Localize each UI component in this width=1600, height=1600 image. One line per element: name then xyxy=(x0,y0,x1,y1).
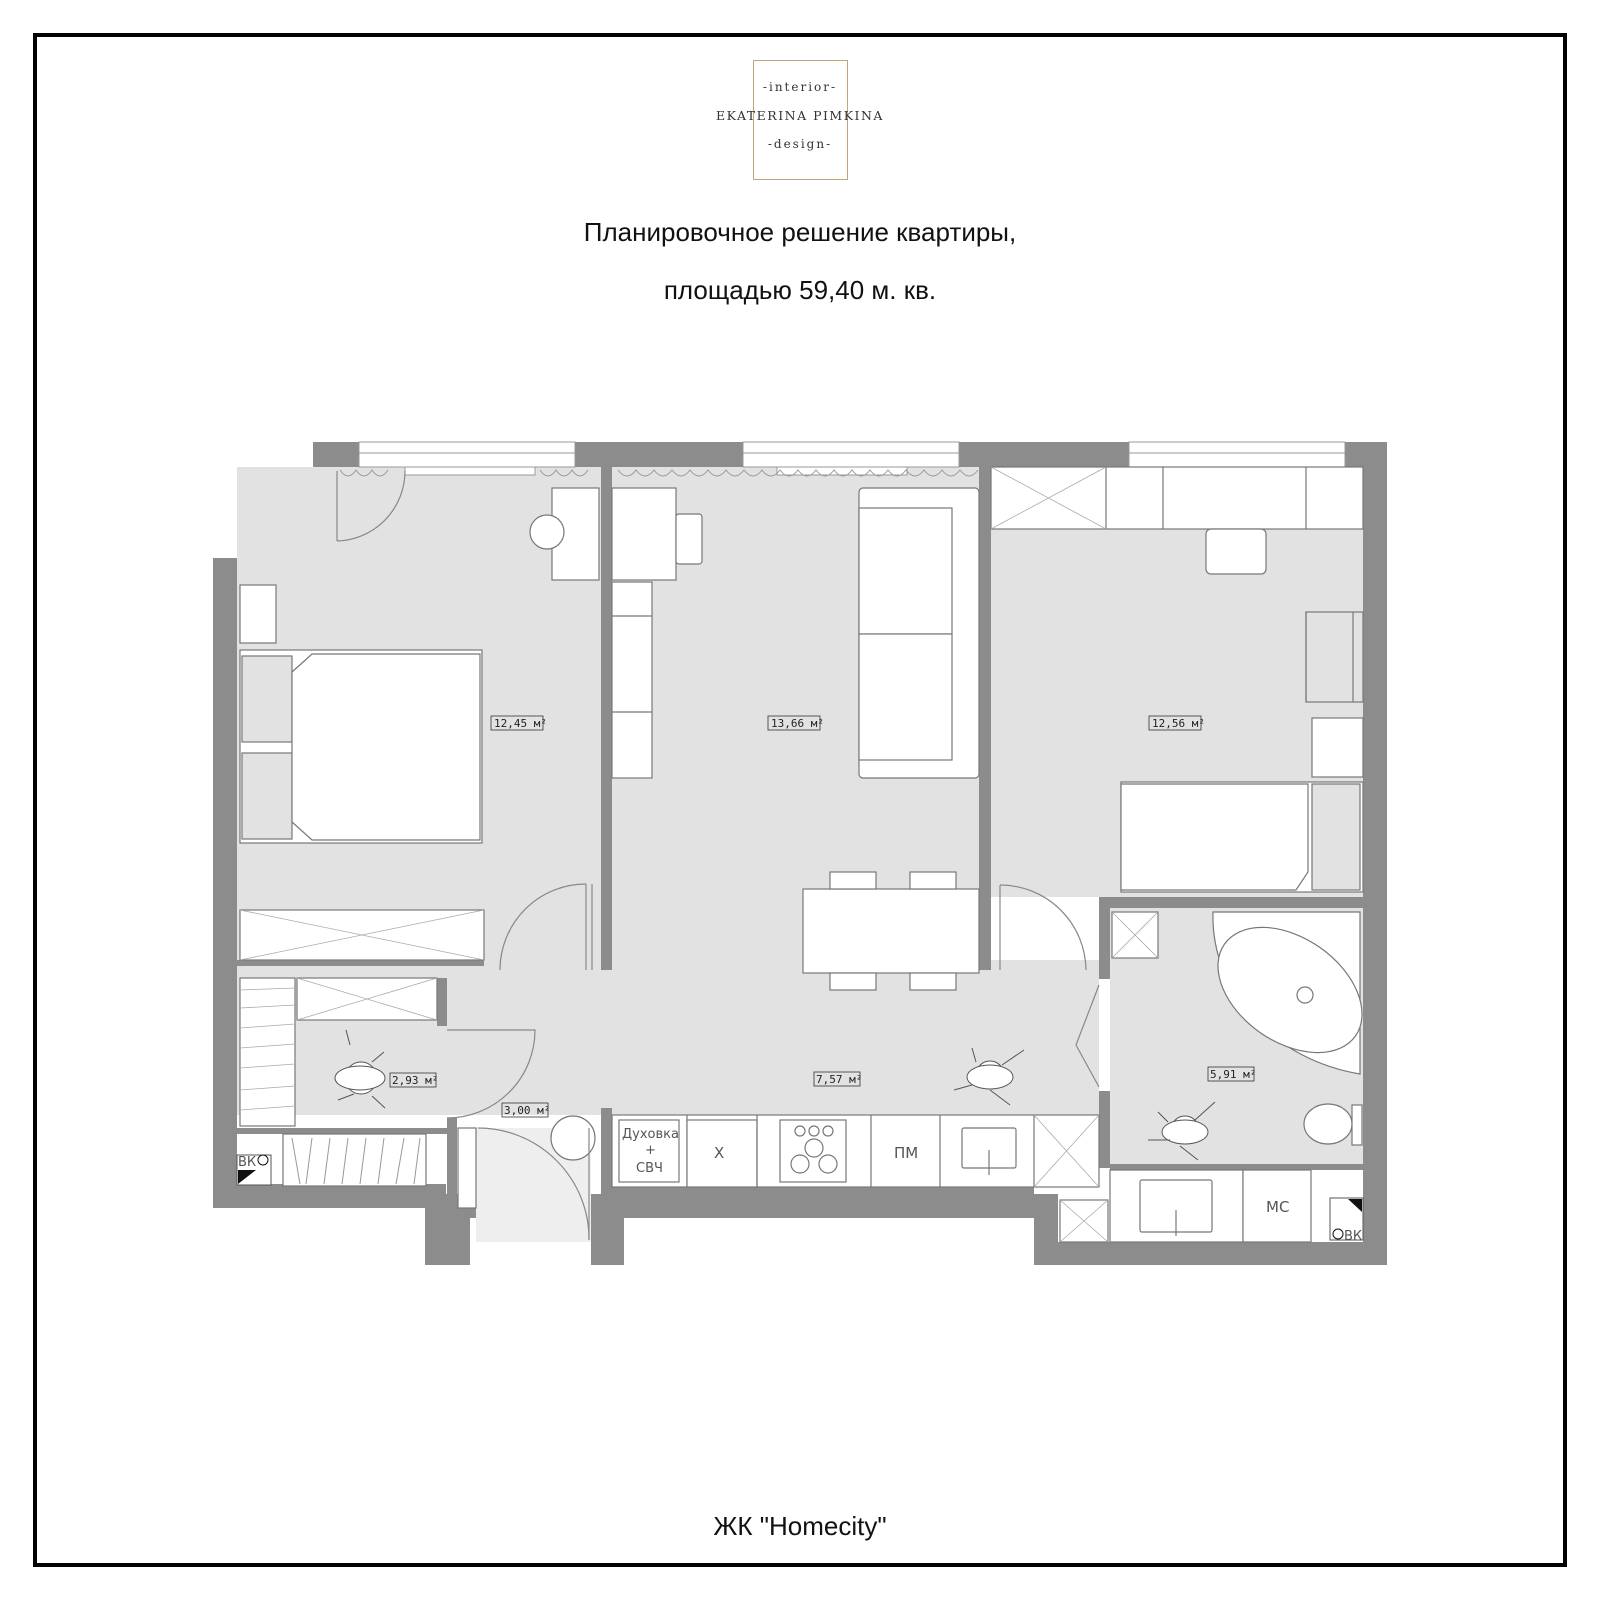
page-title-line2: площадью 59,40 м. кв. xyxy=(663,275,937,305)
label-oven: Духовка xyxy=(622,1127,679,1142)
entry-bench xyxy=(457,1127,477,1209)
bedroom-right-furniture xyxy=(990,466,1364,893)
doors xyxy=(446,883,1100,1241)
desk-chair-right xyxy=(1205,528,1267,575)
wall-bath-left-bottom xyxy=(1099,1091,1110,1168)
shelf xyxy=(1311,717,1364,778)
wall-bedroom-living xyxy=(601,467,612,970)
windows xyxy=(358,441,1346,476)
window-1 xyxy=(358,441,576,468)
risers xyxy=(236,1154,1364,1241)
washing-machine xyxy=(1242,1169,1312,1243)
closet-bottom xyxy=(282,1133,427,1187)
shoe-rack xyxy=(239,977,296,1127)
vanity-stool xyxy=(529,514,565,550)
wall-wardrobe-right xyxy=(437,978,447,1026)
bathroom-fixtures xyxy=(1059,911,1363,1243)
logo-line-design: -design- xyxy=(767,137,833,151)
toilet xyxy=(1303,1103,1353,1145)
tv-unit xyxy=(611,581,653,779)
person-bathroom xyxy=(1148,1101,1216,1161)
label-microwave: СВЧ xyxy=(636,1161,663,1176)
wall-kitchen-bottom xyxy=(612,1184,1034,1194)
area-bathroom: 5,91 м² xyxy=(1210,1068,1256,1081)
area-corridor-kitchen: 7,57 м² xyxy=(816,1073,862,1086)
desk xyxy=(611,487,677,581)
logo-line-name: EKATERINA PIMKINA xyxy=(716,108,884,123)
page-frame xyxy=(33,33,1567,1567)
entry-pouf xyxy=(550,1115,596,1161)
label-washer: МС xyxy=(1266,1198,1289,1216)
person-wardrobe xyxy=(334,1029,386,1109)
wardrobe-top xyxy=(990,466,1364,530)
fixture-labels: Духовка + СВЧ Х ПМ МС ВК ВК xyxy=(238,1127,1362,1244)
living-furniture xyxy=(611,487,980,991)
label-fridge: Х xyxy=(714,1144,724,1162)
logo-line-interior: -interior- xyxy=(762,80,838,94)
door-bedroom-left xyxy=(499,883,587,971)
door-bathroom xyxy=(1075,984,1100,1088)
area-labels: 12,45 м² 13,66 м² 12,56 м² 2,93 м² 3,00 … xyxy=(389,715,1256,1118)
internal-walls xyxy=(237,467,1363,1208)
window-3 xyxy=(1128,441,1346,468)
logo-box xyxy=(753,60,848,180)
door-wardrobe xyxy=(446,1029,536,1119)
page-title-line1: Планировочное решение квартиры, xyxy=(583,217,1017,247)
wall-bath-top xyxy=(1099,897,1363,908)
oven-cabinet xyxy=(618,1119,680,1183)
wall-wardrobe-bottom xyxy=(237,1128,447,1134)
bedroom-left-furniture xyxy=(239,487,600,961)
area-living: 13,66 м² xyxy=(771,717,824,730)
area-bedroom-right: 12,56 м² xyxy=(1152,717,1205,730)
wall-entry-left xyxy=(447,1118,457,1208)
curtains xyxy=(339,469,979,477)
desk-chair xyxy=(675,513,703,565)
door-bedroom-right xyxy=(999,884,1087,971)
people-figures xyxy=(334,1029,1216,1161)
door-balcony xyxy=(336,470,406,542)
area-hall-entry: 3,00 м² xyxy=(504,1104,550,1117)
wall-kitchen-left xyxy=(601,1108,612,1194)
wall-bedroom-bottom xyxy=(237,960,484,966)
area-wardrobe: 2,93 м² xyxy=(392,1074,438,1087)
label-dishwasher: ПМ xyxy=(894,1144,918,1162)
nightstand xyxy=(239,584,277,644)
label-riser-right: ВК xyxy=(1344,1229,1362,1244)
wardrobe-storage xyxy=(239,977,596,1209)
label-oven-plus: + xyxy=(645,1143,656,1158)
person-corridor xyxy=(953,1047,1025,1106)
wall-bath-left-top xyxy=(1099,897,1110,979)
fridge-box xyxy=(686,1119,758,1188)
area-bedroom-left: 12,45 м² xyxy=(494,717,547,730)
dining-table xyxy=(802,888,980,974)
wall-living-bedroom xyxy=(979,467,991,970)
window-2 xyxy=(742,441,960,468)
footer-complex-name: ЖК "Homecity" xyxy=(713,1511,887,1541)
door-entry xyxy=(477,1127,590,1241)
wall-bath-bottom xyxy=(1110,1164,1363,1170)
label-riser-left: ВК xyxy=(238,1155,256,1170)
kitchen-row xyxy=(611,1114,1100,1188)
